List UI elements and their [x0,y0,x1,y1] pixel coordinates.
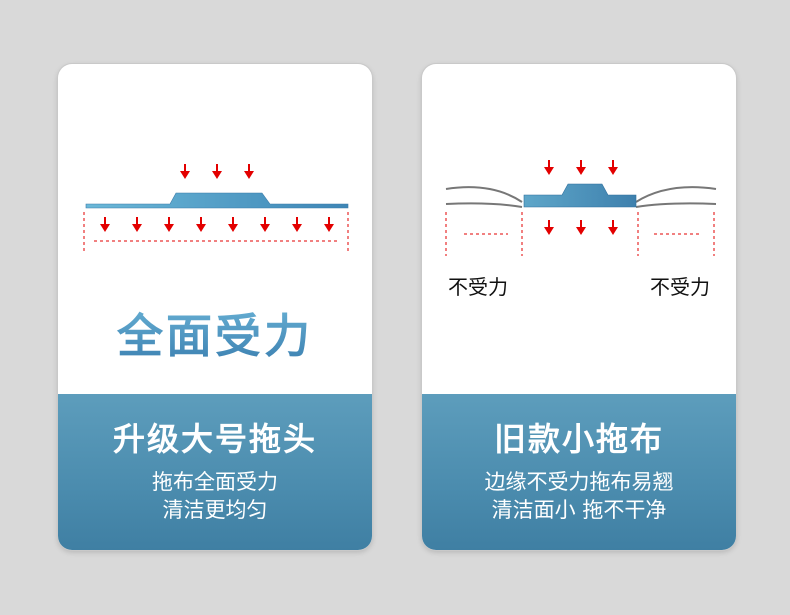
top-force-arrows [180,164,254,179]
bottom-force-arrows [544,220,618,235]
down-arrow-icon [100,217,110,232]
curled-edge-right [635,186,717,208]
down-arrow-icon [180,164,190,179]
down-arrow-icon [544,160,554,175]
down-arrow-icon [228,217,238,232]
down-arrow-icon [576,160,586,175]
partial-force-diagram [445,160,717,256]
down-arrow-icon [292,217,302,232]
force-boundary [83,212,349,254]
card-bottom-panel: 升级大号拖头 拖布全面受力 清洁更均匀 [58,394,372,550]
down-arrow-icon [164,217,174,232]
large-mop-head [85,192,349,209]
card-title: 旧款小拖布 [493,420,664,458]
old-mop-card: 不受力 不受力 旧款小拖布 边缘不受力拖布易翘 清洁面小 拖不干净 [422,64,736,550]
full-force-diagram [83,164,349,254]
curled-edge-left [445,186,523,208]
card-description-line-2: 清洁面小 拖不干净 [491,498,667,522]
no-force-label-left: 不受力 [448,275,508,299]
small-mop-head [523,183,637,208]
down-arrow-icon [608,160,618,175]
card-description-line-2: 清洁更均匀 [162,498,268,522]
bottom-force-arrows [100,217,334,232]
down-arrow-icon [608,220,618,235]
no-force-label-right: 不受力 [650,275,710,299]
down-arrow-icon [132,217,142,232]
new-mop-card: 全面受力 升级大号拖头 拖布全面受力 清洁更均匀 [58,64,372,550]
top-force-arrows [544,160,618,175]
down-arrow-icon [544,220,554,235]
down-arrow-icon [324,217,334,232]
down-arrow-icon [260,217,270,232]
card-description-line-1: 边缘不受力拖布易翘 [484,470,674,494]
headline: 全面受力 [58,300,372,366]
card-bottom-panel: 旧款小拖布 边缘不受力拖布易翘 清洁面小 拖不干净 [422,394,736,550]
down-arrow-icon [212,164,222,179]
down-arrow-icon [576,220,586,235]
down-arrow-icon [244,164,254,179]
no-force-boundary [445,212,715,256]
down-arrow-icon [196,217,206,232]
card-description-line-1: 拖布全面受力 [152,470,278,494]
card-title: 升级大号拖头 [112,420,317,458]
